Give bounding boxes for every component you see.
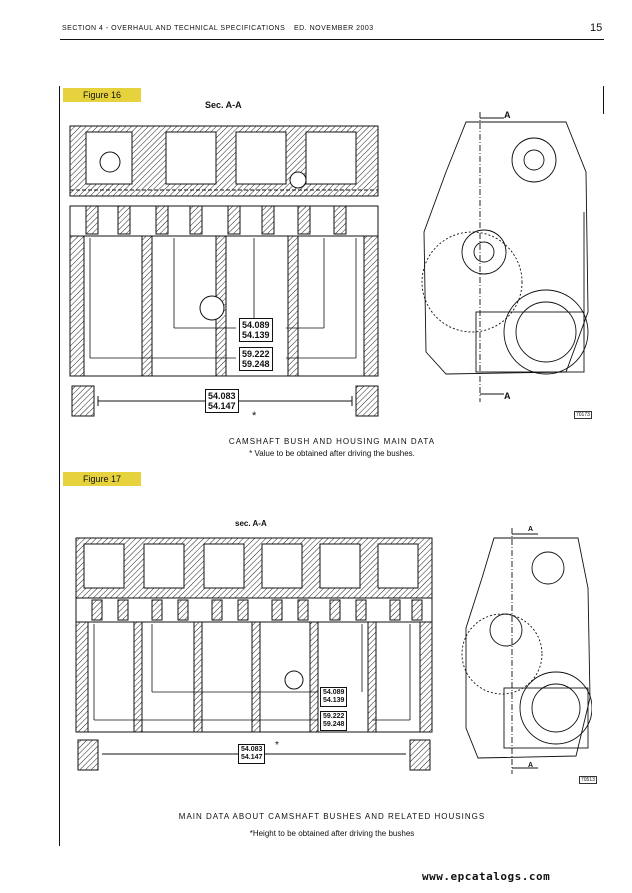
figure-17-dim-housing-min: 59.222 [323, 713, 345, 720]
frame-left-line [59, 86, 60, 846]
figure-16-dim-housing: 59.222 59.248 [239, 347, 273, 371]
figure-17-section-marker-bottom: A [528, 762, 534, 769]
figure-17-dim-bush-lower-min: 54.083 [241, 746, 263, 753]
watermark: www.epcatalogs.com [422, 870, 551, 883]
figure-17-dim-housing-max: 59.248 [323, 721, 345, 728]
figure-16-dim-bush-lower-min: 54.083 [208, 391, 236, 401]
figure-17-side-view-drawing [461, 528, 592, 774]
figure-17-dim-bush-lower-max: 54.147 [241, 754, 263, 761]
figure-16-dim-bush-lower: 54.083 54.147 [205, 389, 239, 413]
figure-16-asterisk: * [252, 410, 257, 422]
figure-16-dim-housing-min: 59.222 [242, 349, 270, 359]
figure-16-dim-bush-upper-max: 54.139 [242, 330, 270, 340]
section-title: SECTION 4 - OVERHAUL AND TECHNICAL SPECI… [62, 25, 286, 32]
figure-16-block-drawing [69, 125, 379, 417]
figure-16-note: * Value to be obtained after driving the… [249, 449, 415, 458]
figure-17-dim-bush-upper: 54.089 54.139 [320, 687, 348, 707]
figure-17-block-drawing [75, 537, 433, 771]
page-number: 15 [590, 22, 603, 34]
figure-16-caption: CAMSHAFT BUSH AND HOUSING MAIN DATA [228, 437, 436, 446]
figure-16-dim-bush-upper-min: 54.089 [242, 320, 270, 330]
figure-16-side-view-drawing [421, 112, 589, 402]
figure-17-label: Figure 17 [63, 472, 141, 486]
figure-16-label: Figure 16 [63, 88, 141, 102]
figure-16-dim-bush-upper: 54.089 54.139 [239, 318, 273, 342]
figure-17-dim-bush-lower: 54.083 54.147 [238, 744, 266, 764]
figure-16-dim-housing-max: 59.248 [242, 359, 270, 369]
figure-17-note: *Height to be obtained after driving the… [249, 829, 415, 838]
figure-16-code: 70173 [574, 411, 592, 419]
figure-17-code: 70513 [579, 776, 597, 784]
figure-17-section-label: sec. A-A [235, 519, 267, 528]
figure-17-asterisk: * [275, 740, 279, 751]
edition-date: ED. NOVEMBER 2003 [294, 25, 374, 32]
figure-17-caption: MAIN DATA ABOUT CAMSHAFT BUSHES AND RELA… [178, 812, 486, 821]
figure-16-dim-bush-lower-max: 54.147 [208, 401, 236, 411]
figure-17-dim-bush-upper-min: 54.089 [323, 689, 345, 696]
figure-17-dim-bush-upper-max: 54.139 [323, 697, 345, 704]
header-rule [60, 39, 604, 40]
figure-16-section-label: Sec. A-A [205, 100, 242, 110]
figure-17-section-marker-top: A [528, 526, 534, 533]
figure-17-dim-housing: 59.222 59.248 [320, 711, 348, 731]
figure-16-section-marker-top: A [504, 110, 511, 120]
figure-16-section-marker-bottom: A [504, 391, 511, 401]
frame-right-line-top [603, 86, 604, 114]
